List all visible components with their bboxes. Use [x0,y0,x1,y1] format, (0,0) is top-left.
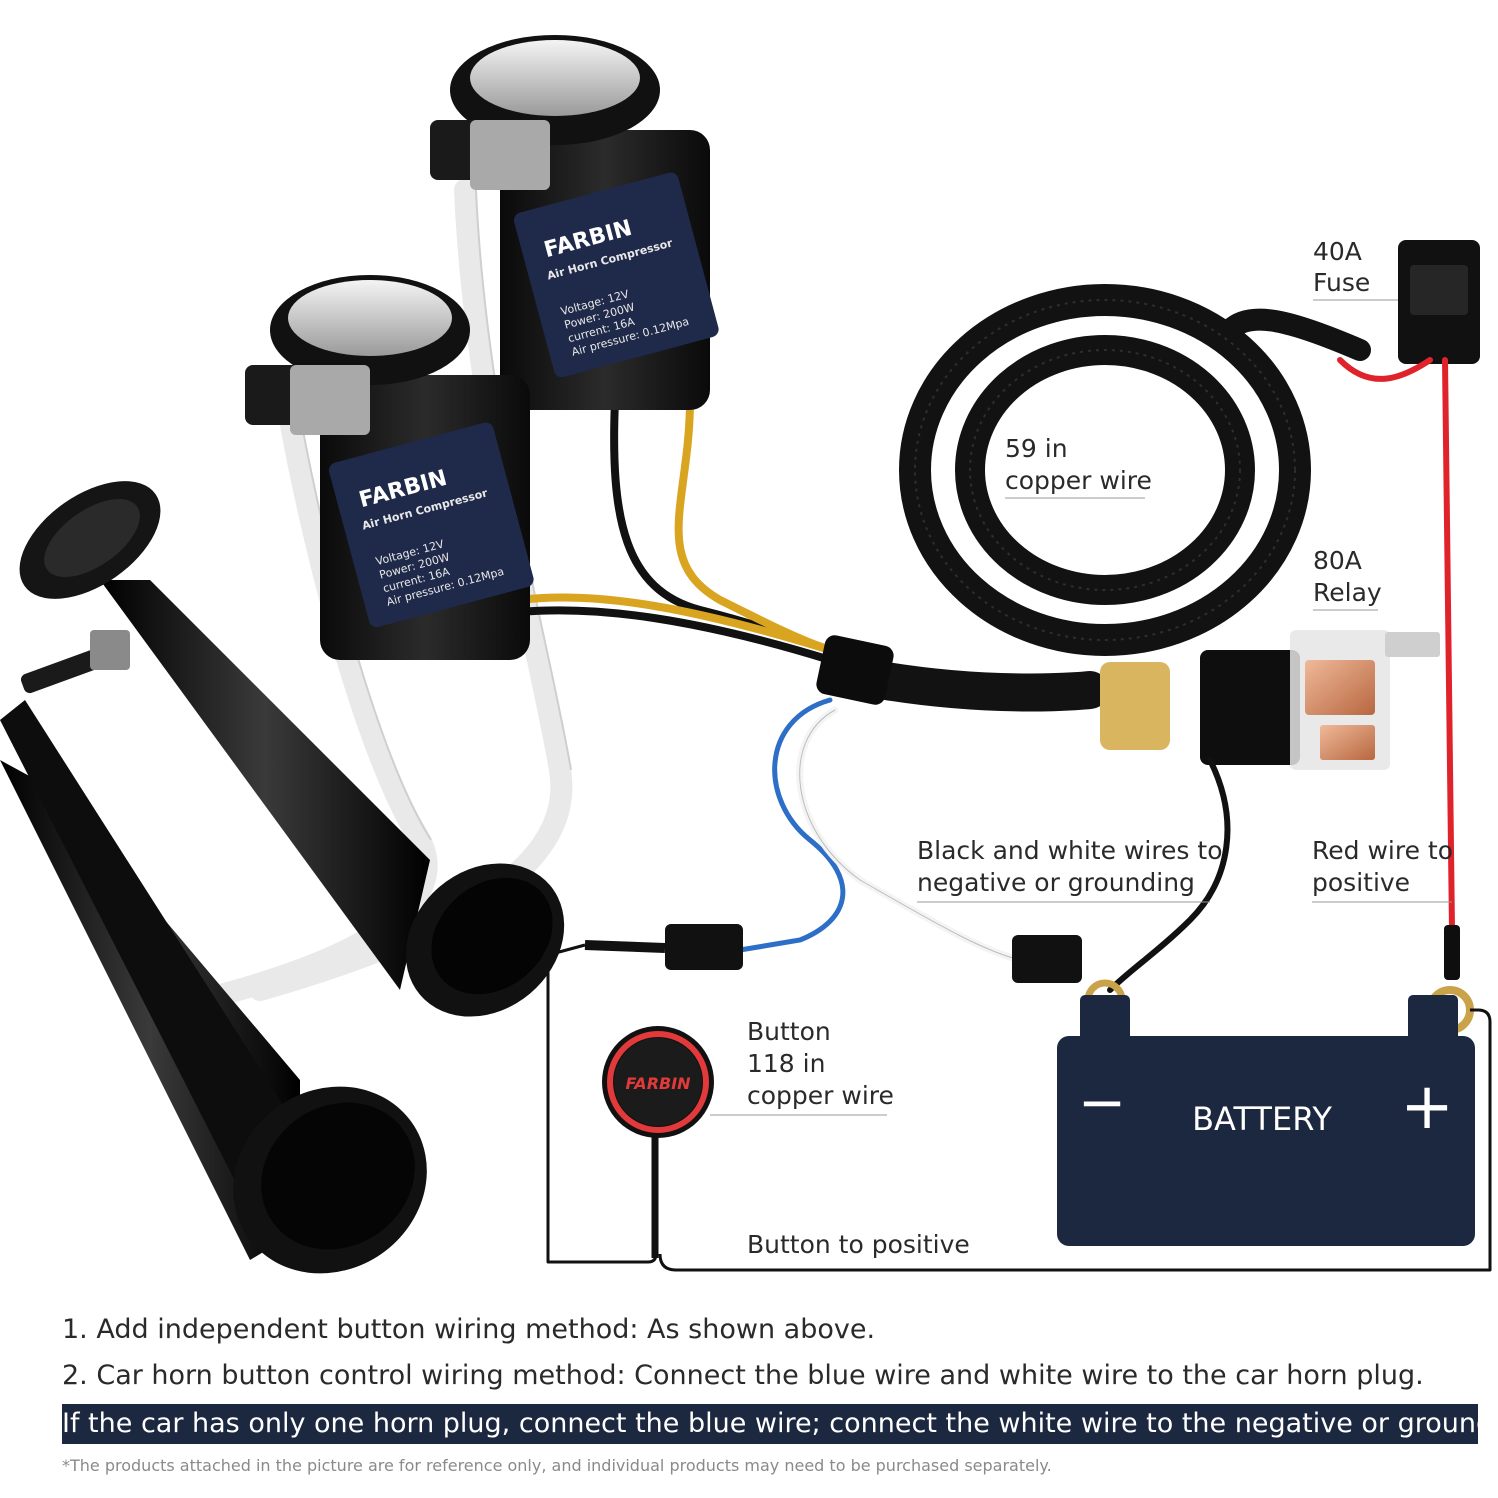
air-compressor-rear: FARBIN Air Horn Compressor Voltage: 12V … [430,35,719,410]
coiled-wire-loom [861,284,1371,712]
loom-junction [816,635,894,705]
positive-callout: Red wire to positive [1312,836,1453,903]
button-to-positive-label: Button to positive [747,1230,970,1259]
trumpet-horn-long [0,700,427,1274]
instruction-step-2: 2. Car horn button control wiring method… [62,1360,1424,1391]
instruction-banner: If the car has only one horn plug, conne… [62,1404,1478,1444]
disclaimer-text: *The products attached in the picture ar… [62,1456,1052,1475]
fuse-label: 40A [1313,237,1362,266]
relay-label: Relay [1313,578,1382,607]
relay-callout: 80A Relay [1313,546,1382,611]
ground-label: negative or grounding [917,868,1195,897]
fuse-callout: 40A Fuse [1313,237,1398,301]
instruction-step-1: 1. Add independent button wiring method:… [62,1314,876,1345]
wire-length-callout: 59 in copper wire [1005,434,1152,499]
air-compressor-front: FARBIN Air Horn Compressor Voltage: 12V … [245,275,534,660]
battery-label: BATTERY [1192,1100,1332,1138]
button-callout: Button 118 in copper wire [710,1017,894,1116]
button-harness [584,924,743,1258]
battery-body [1057,1036,1475,1246]
control-wires [737,697,1231,1021]
positive-label: Red wire to [1312,836,1453,865]
battery-positive-sign: + [1400,1070,1454,1144]
schematic-wiring-lines [546,943,1492,1272]
battery: − BATTERY + [1057,995,1475,1246]
ground-label: Black and white wires to [917,836,1223,865]
button-label: copper wire [747,1081,894,1110]
wire-length-label: copper wire [1005,466,1152,495]
button-brand: FARBIN [625,1074,691,1093]
fuse-holder [1398,240,1480,364]
battery-negative-sign: − [1078,1068,1127,1136]
trumpet-horn-short [19,481,565,1017]
horn-push-button[interactable]: FARBIN [602,1026,714,1138]
button-label: 118 in [747,1049,825,1078]
positive-label: positive [1312,868,1410,897]
fuse-label: Fuse [1313,268,1370,297]
wire-length-label: 59 in [1005,434,1068,463]
ground-callout: Black and white wires to negative or gro… [917,836,1223,903]
compressor-wires [516,396,834,664]
relay [1100,630,1440,770]
button-label: Button [747,1017,831,1046]
relay-label: 80A [1313,546,1362,575]
wiring-illustration: FARBIN Air Horn Compressor Voltage: 12V … [0,35,1492,1274]
